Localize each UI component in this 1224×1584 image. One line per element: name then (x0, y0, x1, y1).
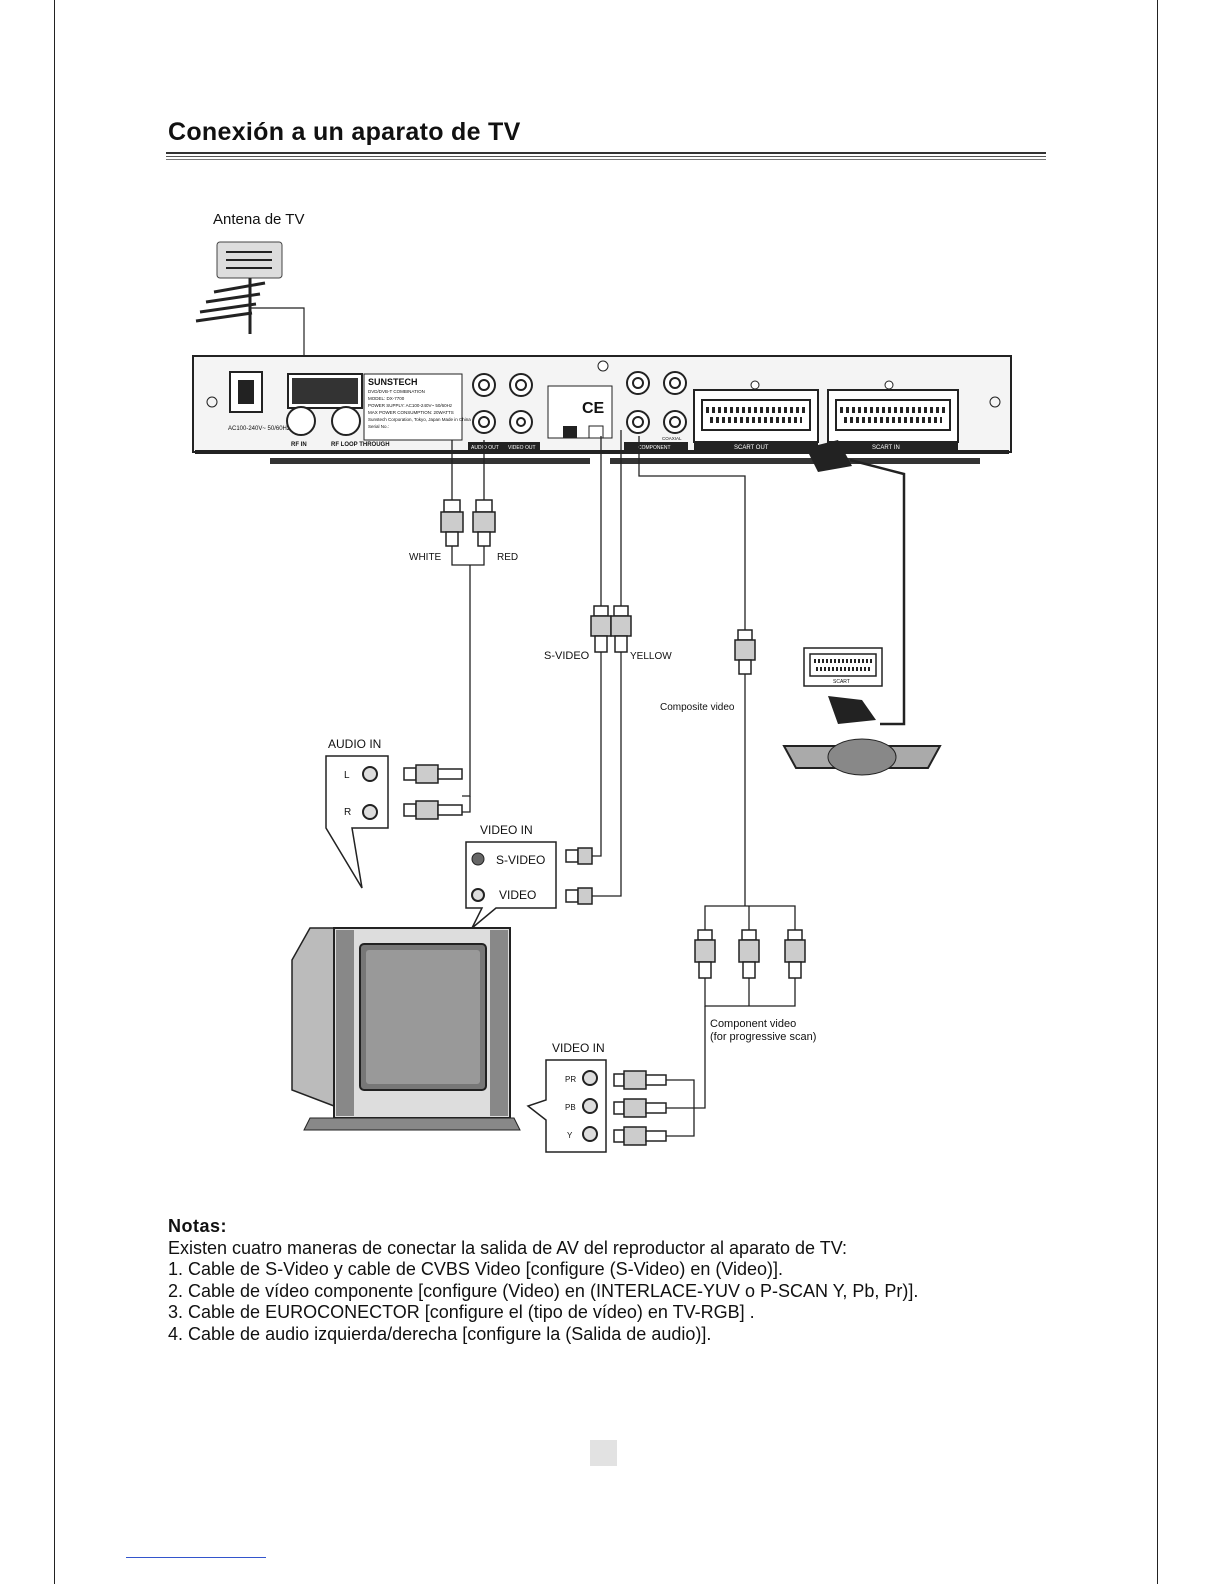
audio-in-callout: AUDIO IN L R (325, 737, 389, 889)
svideo-label: S-VIDEO (544, 650, 590, 662)
notes-item: 4. Cable de audio izquierda/derecha [con… (168, 1323, 712, 1344)
progressive-scan-label: (for progressive scan) (710, 1031, 816, 1043)
audio-l-label: L (344, 770, 350, 781)
rf-loop-label: RF LOOP THROUGH (331, 442, 390, 448)
notes-item: 3. Cable de EUROCONECTOR [configure el (… (168, 1302, 755, 1322)
audio-in-label: AUDIO IN (328, 737, 381, 751)
notes-item: 1. Cable de S-Video y cable de CVBS Vide… (168, 1259, 784, 1279)
model-line: DVD/DVB-T COMBINATION (368, 389, 425, 394)
power-label: AC100-240V~ 50/60Hz (228, 426, 290, 432)
component-video-label: Component video (710, 1018, 796, 1030)
notes-intro: Existen cuatro maneras de conectar la sa… (168, 1237, 848, 1258)
model-line: Sunstech Corporation, Tokyo, Japan Made … (368, 417, 471, 422)
component-jacks (626, 371, 687, 434)
pb-label: PB (565, 1103, 576, 1112)
audio-r-label: R (344, 807, 351, 818)
model-line: MAX POWER CONSUMPTION: 20WATTS (368, 410, 454, 415)
svideo-in-label: S-VIDEO (496, 853, 545, 867)
yellow-label: YELLOW (630, 651, 672, 662)
tv-top-view (782, 738, 942, 776)
red-label: RED (497, 552, 518, 563)
brand-logo: SUNSTECH (368, 377, 418, 387)
scart-plug: SCART (803, 440, 883, 724)
video-label: VIDEO (499, 888, 536, 902)
scart-out-port: SCART OUT (693, 380, 819, 451)
white-label: WHITE (409, 552, 442, 563)
tv-set-icon (291, 927, 521, 1131)
video-in-component-label: VIDEO IN (552, 1041, 605, 1055)
title-rule (166, 156, 1046, 157)
page-number-box (590, 1440, 617, 1466)
notes-section: Notas: Existen cuatro maneras de conecta… (168, 1216, 918, 1345)
scart-out-label: SCART OUT (734, 445, 769, 451)
component-in-callout: VIDEO IN PR PB Y (526, 1041, 607, 1153)
cables (451, 430, 906, 1137)
antenna-icon (195, 241, 305, 400)
composite-label: Composite video (660, 702, 735, 713)
dvd-player-back-panel: AC100-240V~ 50/60Hz RF IN RF LOOP THROUG… (192, 355, 1012, 464)
footer-link-line (126, 1557, 266, 1558)
title-rule (166, 152, 1046, 154)
y-label: Y (567, 1131, 573, 1140)
rca-plugs (403, 499, 806, 1146)
audio-out-label: AUDIO OUT (471, 445, 499, 451)
model-line: POWER SUPPLY: AC100-240V~ 50/60Hz (368, 403, 453, 408)
page-border (54, 0, 1158, 1584)
audio-out-jacks (472, 373, 533, 434)
model-line: MODEL: DX-7700 (368, 396, 405, 401)
component-label: COMPONENT (638, 445, 671, 451)
video-out-label: VIDEO OUT (508, 445, 536, 451)
model-line: Serial No.: (368, 424, 389, 429)
scart-label: SCART (833, 679, 850, 685)
ce-mark: CE (582, 400, 605, 417)
antenna-label: Antena de TV (213, 211, 304, 228)
rf-in-label: RF IN (291, 442, 307, 448)
title-rule (166, 159, 1046, 160)
page-title: Conexión a un aparato de TV (168, 118, 521, 146)
scart-in-port: SCART IN (827, 380, 959, 451)
coaxial-label: COAXIAL (662, 436, 682, 441)
pr-label: PR (565, 1075, 576, 1084)
notes-item: 2. Cable de vídeo componente [configure … (168, 1280, 919, 1301)
video-in-label: VIDEO IN (480, 823, 533, 837)
video-in-callout: VIDEO IN S-VIDEO VIDEO (465, 823, 557, 929)
scart-in-label: SCART IN (872, 445, 900, 451)
notes-heading: Notas: (168, 1216, 228, 1236)
